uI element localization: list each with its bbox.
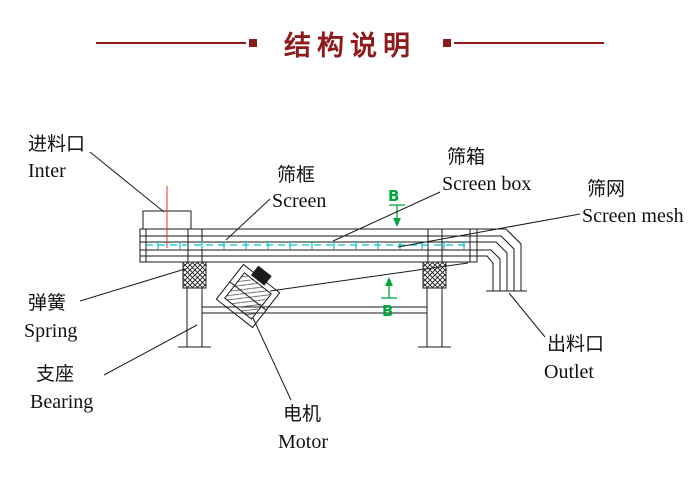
label-screen-frame: 筛框 Screen xyxy=(272,164,326,212)
header-rule-left xyxy=(96,42,246,44)
label-screen-frame-zh: 筛框 xyxy=(277,164,315,186)
part-labels: 进料口 Inter 筛框 Screen 筛箱 Screen box 筛网 Scr… xyxy=(24,133,684,453)
label-screen-mesh-en: Screen mesh xyxy=(582,205,684,227)
label-inlet: 进料口 Inter xyxy=(28,133,85,182)
leader-screen-frame xyxy=(225,198,271,241)
label-screen-box-zh: 筛箱 xyxy=(447,146,485,168)
header-rule-right xyxy=(454,42,604,44)
right-support-drawing xyxy=(418,288,451,348)
section-marker-bottom-label: B xyxy=(382,302,393,320)
screen-box-drawing xyxy=(139,228,478,263)
label-motor-zh: 电机 xyxy=(283,403,321,425)
label-screen-frame-en: Screen xyxy=(272,190,326,212)
label-bearing-zh: 支座 xyxy=(36,363,74,385)
label-spring-en: Spring xyxy=(24,320,77,342)
section-marker-top: B xyxy=(388,187,405,227)
machine-drawing xyxy=(139,210,527,348)
motor-drawing xyxy=(215,262,469,329)
leader-bearing xyxy=(103,324,198,376)
label-bearing-en: Bearing xyxy=(30,391,93,413)
left-support-drawing xyxy=(178,288,211,348)
right-spring-drawing xyxy=(422,261,447,289)
leader-screen-mesh xyxy=(397,213,581,248)
label-screen-box: 筛箱 Screen box xyxy=(442,146,531,195)
page-header: 结构说明 xyxy=(0,24,700,62)
left-spring-drawing xyxy=(182,261,207,289)
outlet-chute-drawing xyxy=(477,228,527,292)
label-screen-box-en: Screen box xyxy=(442,173,531,195)
leader-spring xyxy=(79,268,186,302)
label-outlet: 出料口 Outlet xyxy=(544,333,604,383)
label-motor: 电机 Motor xyxy=(278,403,328,453)
leader-screen-box xyxy=(332,191,441,242)
label-outlet-en: Outlet xyxy=(544,361,594,383)
label-inlet-zh: 进料口 xyxy=(28,133,85,155)
label-bearing: 支座 Bearing xyxy=(30,363,93,413)
label-screen-mesh-zh: 筛网 xyxy=(587,178,625,200)
header-square-left xyxy=(249,39,257,47)
label-outlet-zh: 出料口 xyxy=(547,333,604,355)
page-title: 结构说明 xyxy=(284,30,416,61)
leader-inlet xyxy=(89,151,165,213)
leader-lines xyxy=(79,151,581,401)
label-motor-en: Motor xyxy=(278,431,328,453)
screen-mesh-drawing xyxy=(146,241,470,249)
label-spring-zh: 弹簧 xyxy=(28,292,66,314)
leader-outlet xyxy=(508,292,546,338)
section-marker-bottom: B xyxy=(381,277,397,320)
label-screen-mesh: 筛网 Screen mesh xyxy=(582,178,684,227)
leader-motor xyxy=(252,317,292,401)
section-marker-top-label: B xyxy=(388,187,399,205)
label-spring: 弹簧 Spring xyxy=(24,292,77,342)
label-inlet-en: Inter xyxy=(28,160,66,182)
header-square-right xyxy=(443,39,451,47)
